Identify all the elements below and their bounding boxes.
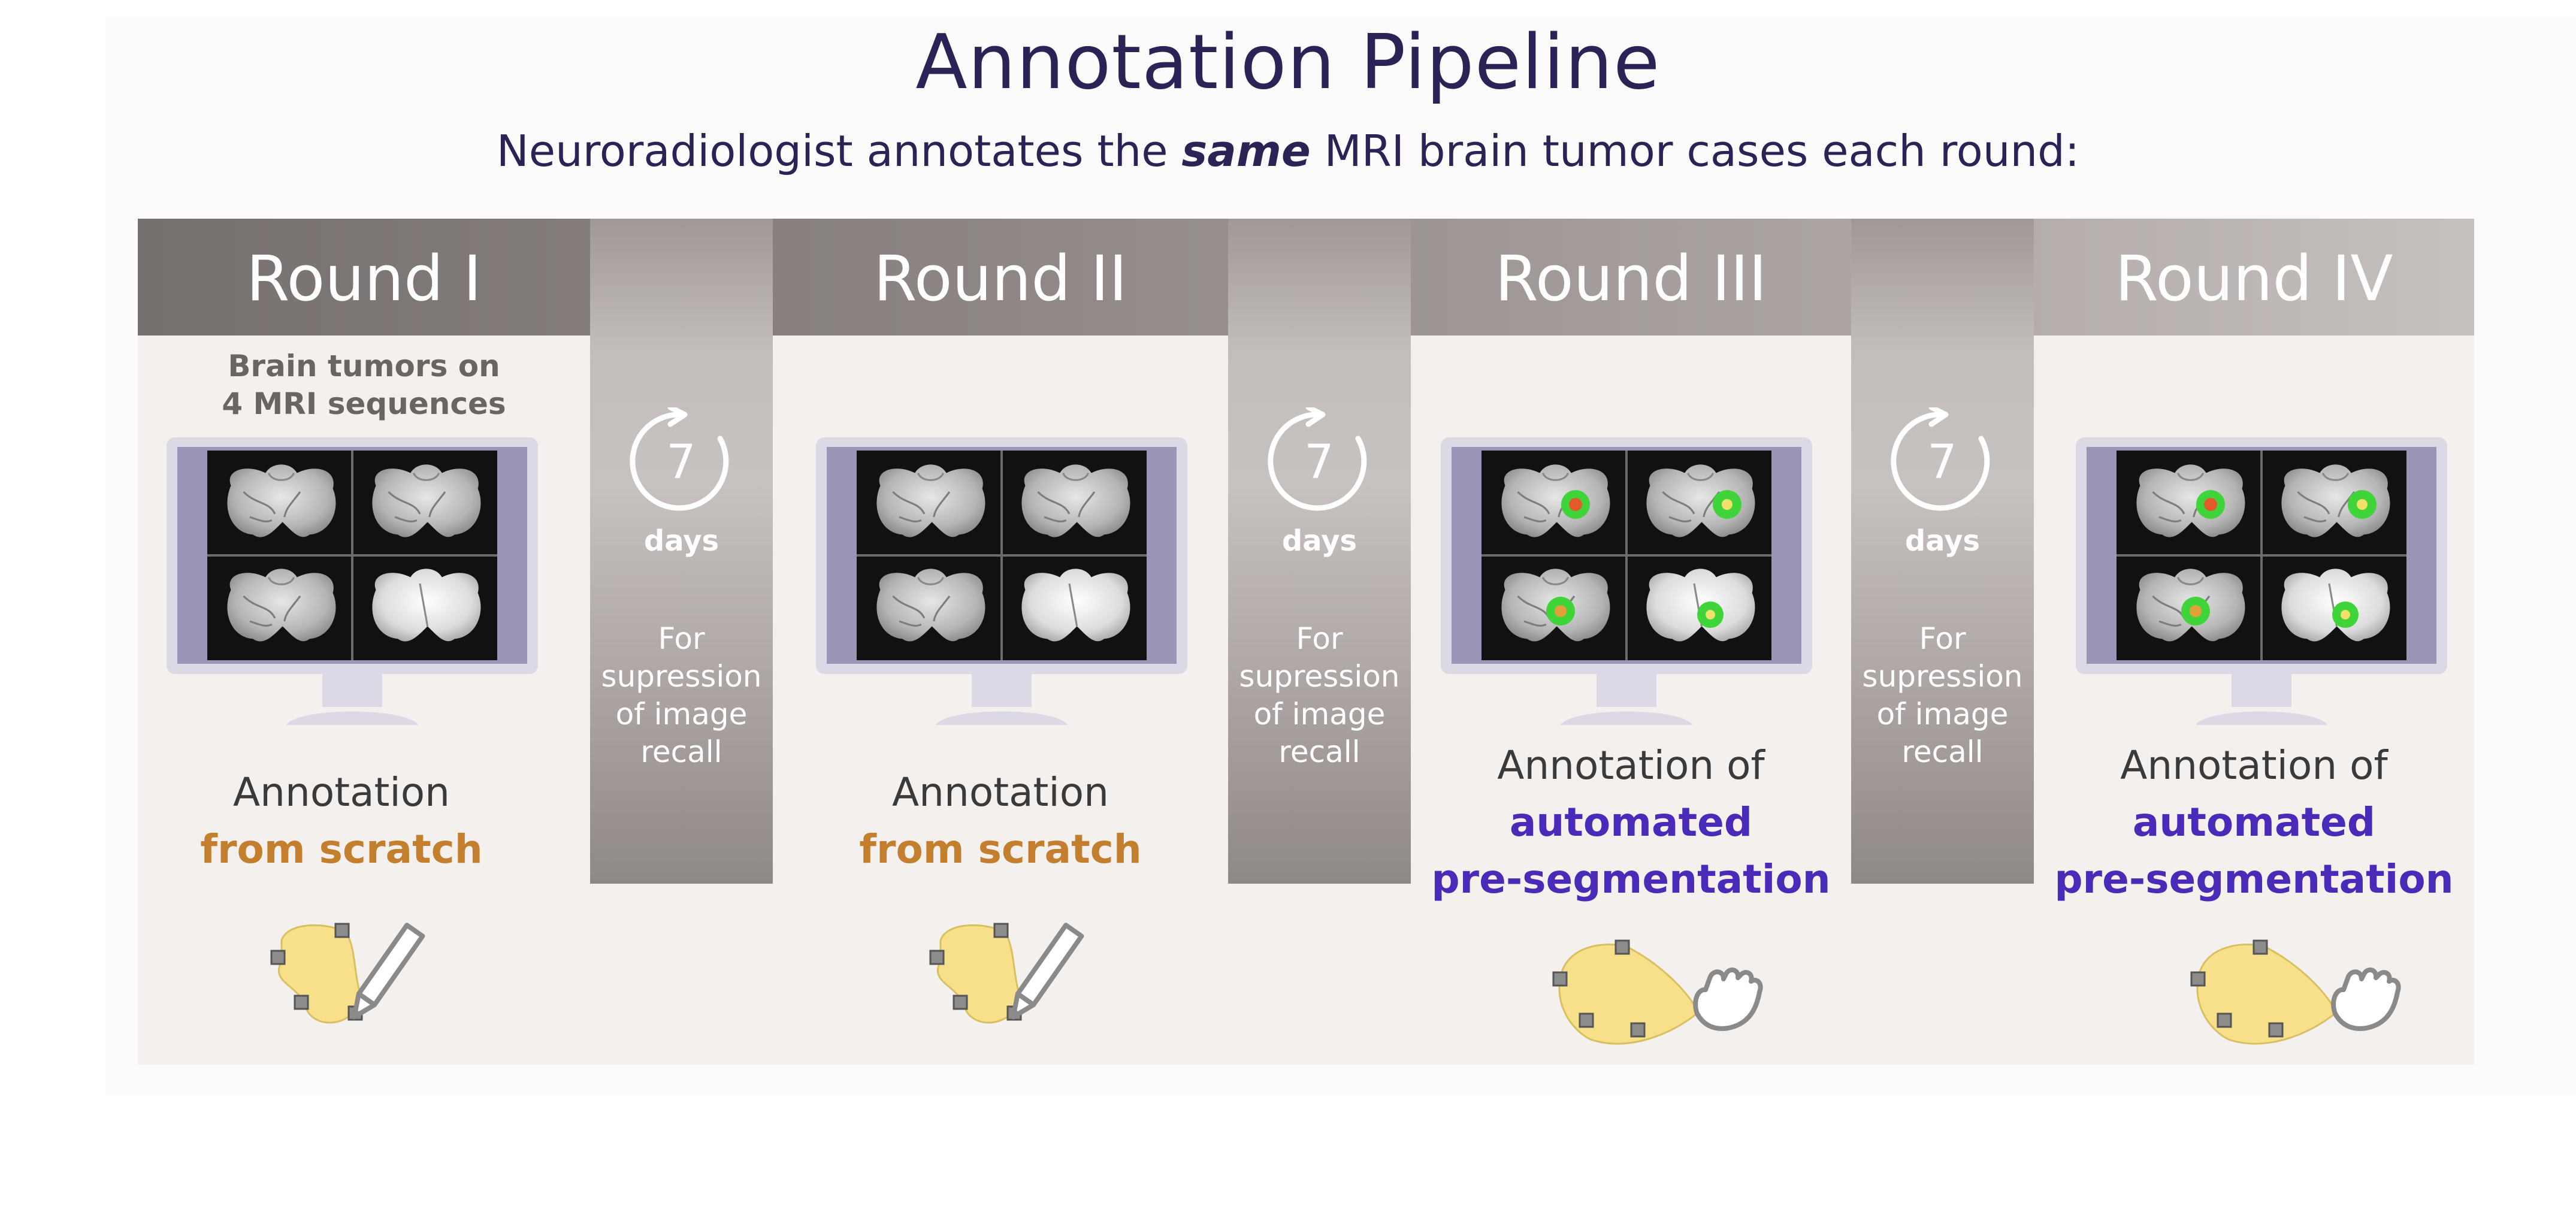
- pre-segmentation-label: pre-segmentation: [1431, 856, 1831, 902]
- refresh-cycle-icon: 7: [630, 407, 729, 511]
- automated-label: automated: [1509, 799, 1753, 845]
- page-title: Annotation Pipeline: [915, 18, 1661, 106]
- recall-note-line: recall: [1901, 735, 1984, 769]
- recall-note: For supression of image recall: [590, 620, 773, 771]
- recall-note-line: For: [658, 621, 705, 656]
- monitor-icon: [816, 437, 1187, 725]
- gap-unit: days: [1281, 524, 1357, 558]
- waiting-period-1: 7 days For supression of image recall: [590, 219, 773, 884]
- round-3-title: Round III: [1495, 242, 1767, 315]
- annotation-label-line: Annotation of: [2120, 742, 2388, 788]
- grab-hand-icon: [1552, 939, 1763, 1045]
- annotation-label-line: Annotation: [892, 769, 1109, 815]
- monitor-icon: [1441, 437, 1812, 725]
- round-4-title: Round IV: [2115, 242, 2393, 315]
- recall-note-line: recall: [640, 735, 722, 769]
- recall-note-line: supression: [1239, 659, 1400, 694]
- subtitle-emphasis: same: [1181, 126, 1311, 176]
- pre-segmentation-label: pre-segmentation: [2054, 856, 2454, 902]
- subtitle-text-end: MRI brain tumor cases each round:: [1310, 126, 2080, 176]
- gap-number: 7: [666, 436, 696, 489]
- round-2-annotation-label: Annotation from scratch: [773, 764, 1228, 878]
- waiting-period-2: 7 days For supression of image recall: [1228, 219, 1411, 884]
- recall-note-line: recall: [1278, 735, 1360, 769]
- pencil-icon: [929, 923, 1084, 1024]
- recall-note: For supression of image recall: [1851, 620, 2034, 771]
- pencil-icon: [270, 923, 425, 1024]
- round-1-annotation-label: Annotation from scratch: [138, 764, 545, 878]
- recall-note-line: For: [1919, 621, 1966, 656]
- recall-note: For supression of image recall: [1228, 620, 1411, 771]
- recall-note-line: of image: [1876, 697, 2009, 732]
- automated-label: automated: [2132, 799, 2376, 845]
- round-2-title: Round II: [873, 242, 1127, 315]
- recall-note-line: supression: [1862, 659, 2023, 694]
- gap-number: 7: [1927, 436, 1957, 489]
- subtitle-text-start: Neuroradiologist annotates the: [496, 126, 1182, 176]
- refresh-cycle-icon: 7: [1268, 407, 1367, 511]
- sequences-caption-line: Brain tumors on: [228, 349, 500, 383]
- monitor-icon: [167, 437, 538, 725]
- round-3-annotation-label: Annotation of automated pre-segmentation: [1411, 737, 1851, 908]
- waiting-period-3: 7 days For supression of image recall: [1851, 219, 2034, 884]
- page-subtitle: Neuroradiologist annotates the same MRI …: [0, 126, 2576, 176]
- recall-note-line: supression: [601, 659, 762, 694]
- gap-unit: days: [1904, 524, 1981, 558]
- round-4-annotation-label: Annotation of automated pre-segmentation: [2034, 737, 2474, 908]
- recall-note-line: of image: [1253, 697, 1386, 732]
- recall-note-line: of image: [615, 697, 748, 732]
- annotation-label-line: Annotation: [233, 769, 450, 815]
- recall-note-line: For: [1296, 621, 1343, 656]
- round-1-title: Round I: [246, 242, 482, 315]
- from-scratch-label: from scratch: [200, 826, 483, 872]
- annotation-label-line: Annotation of: [1497, 742, 1765, 788]
- grab-hand-icon: [2190, 939, 2401, 1045]
- sequences-caption: Brain tumors on 4 MRI sequences: [138, 347, 590, 423]
- sequences-caption-line: 4 MRI sequences: [222, 386, 506, 421]
- monitor-icon: [2076, 437, 2447, 725]
- refresh-cycle-icon: 7: [1891, 407, 1990, 511]
- from-scratch-label: from scratch: [859, 826, 1142, 872]
- gap-number: 7: [1304, 436, 1334, 489]
- gap-unit: days: [643, 524, 719, 558]
